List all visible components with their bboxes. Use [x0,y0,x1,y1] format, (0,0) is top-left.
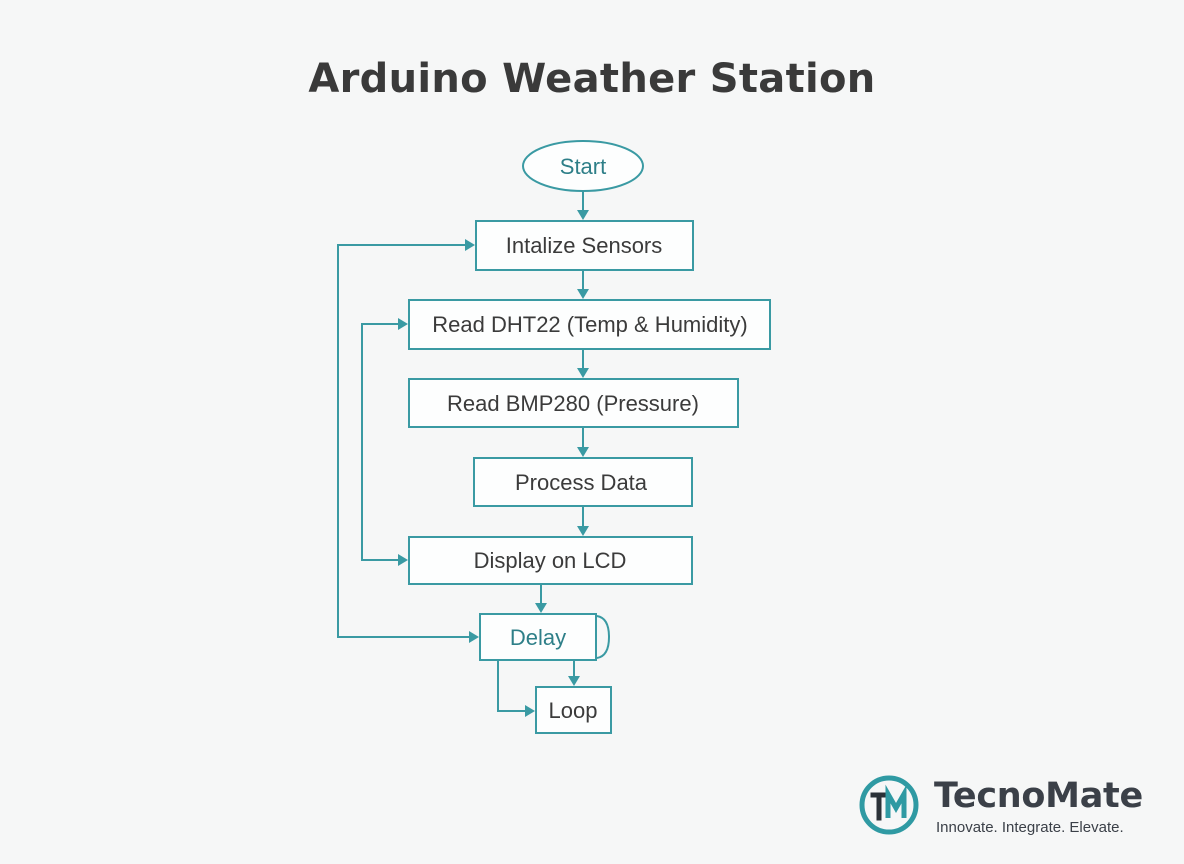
edge-delay-loop-side [497,660,527,712]
node-loop-label: Loop [549,698,598,723]
edge-outer-loopback-top-arrow [465,239,475,251]
node-loop-shape [535,686,612,734]
node-init: Intalize Sensors [475,220,694,271]
brand-name: TecnoMate [934,776,1143,816]
node-start-label: Start [560,154,606,179]
edge-process-display-arrow [577,526,589,536]
node-init-shape [475,220,694,271]
node-read-bmp-label: Read BMP280 (Pressure) [447,391,699,416]
node-delay-shape [479,613,597,661]
edge-delay-loop-side-arrow [525,705,535,717]
node-read-dht-label: Read DHT22 (Temp & Humidity) [432,312,747,337]
node-start-shape [522,140,644,192]
node-delay-label: Delay [510,625,566,650]
edge-outer-loopback-bottom-arrow [469,631,479,643]
node-init-label: Intalize Sensors [506,233,663,258]
node-read-bmp-shape [408,378,739,428]
diagram-title: Arduino Weather Station [308,56,876,102]
edges [337,192,611,717]
edge-bracket-top-arrow [398,318,408,330]
edge-display-delay-arrow [535,603,547,613]
node-loop: Loop [535,686,612,734]
edge-start-init-arrow [577,210,589,220]
node-display-label: Display on LCD [474,548,627,573]
node-read-dht: Read DHT22 (Temp & Humidity) [408,299,771,350]
edge-init-dht-arrow [577,289,589,299]
node-display: Display on LCD [408,536,693,585]
brand-tagline: Innovate. Integrate. Elevate. [936,819,1124,836]
node-read-bmp: Read BMP280 (Pressure) [408,378,739,428]
tm-monogram-icon [859,775,919,835]
node-display-shape [408,536,693,585]
node-process-label: Process Data [515,470,648,495]
edge-delay-loop-arrow [568,676,580,686]
node-start: Start [522,140,644,192]
node-delay: Delay [479,613,597,661]
edge-dht-bmp-arrow [577,368,589,378]
brand-logo: TecnoMate Innovate. Integrate. Elevate. [858,774,1158,838]
edge-bracket-bottom-arrow [398,554,408,566]
edge-outer-loopback [337,244,471,638]
node-process-shape [473,457,693,507]
edge-bmp-process-arrow [577,447,589,457]
node-read-dht-shape [408,299,771,350]
edge-bracket-dht-display [361,323,400,561]
node-process: Process Data [473,457,693,507]
delay-side-bracket [596,615,611,659]
